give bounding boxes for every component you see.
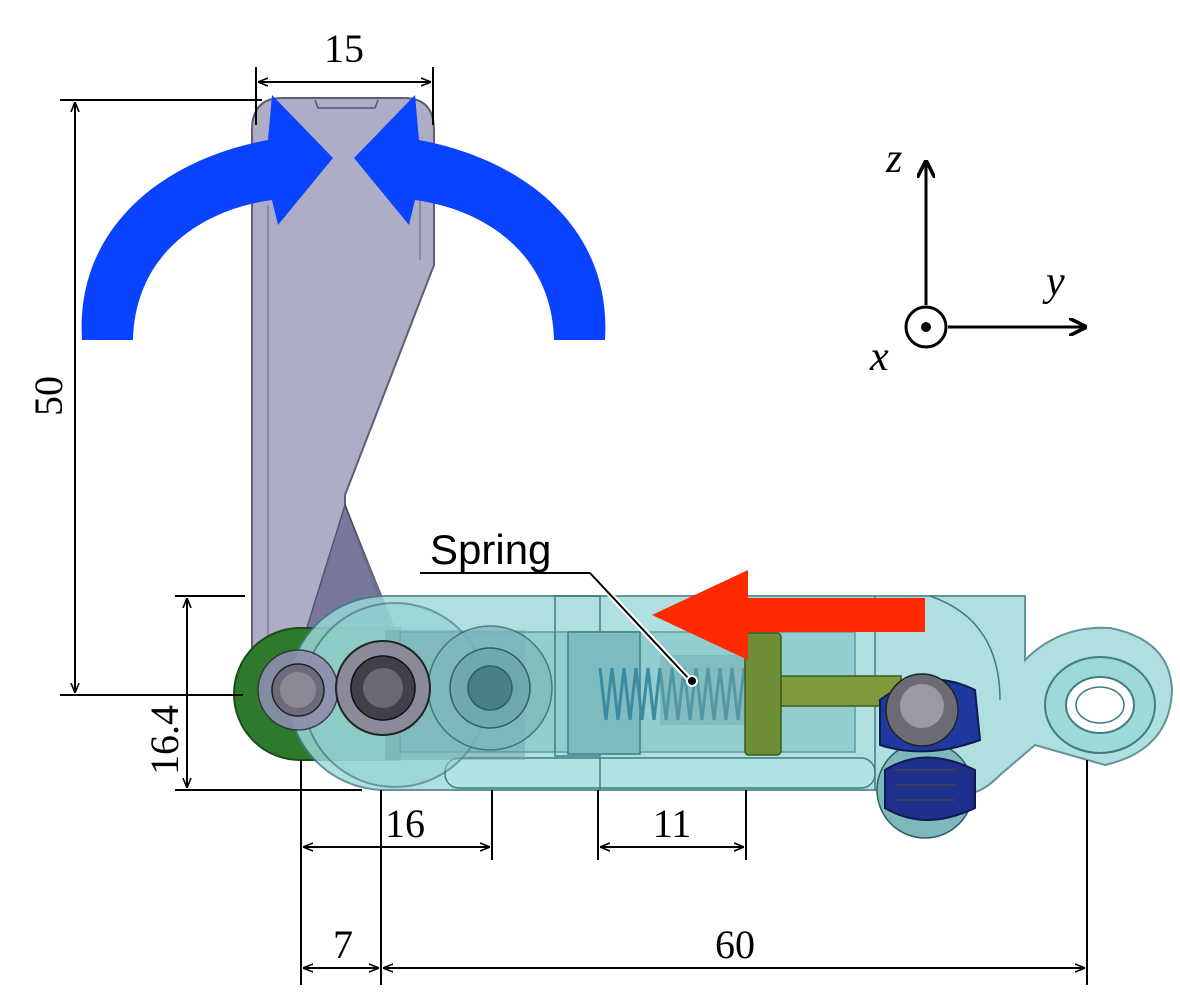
axis-label-z: z xyxy=(885,136,902,182)
dim-spring-length: 11 xyxy=(653,801,692,846)
spring xyxy=(598,655,748,725)
screw-assembly xyxy=(876,673,982,839)
pin-left xyxy=(257,649,339,731)
spring-label: Spring xyxy=(430,526,551,573)
dim-pitch: 16 xyxy=(385,801,425,846)
dimension-lines xyxy=(60,67,1088,985)
spring-callout: Spring xyxy=(420,526,698,687)
axis-label-y: y xyxy=(1042,259,1065,305)
dim-offset: 7 xyxy=(333,922,353,967)
dim-height-left: 50 xyxy=(26,376,71,416)
pin-right xyxy=(449,647,531,729)
dim-length: 60 xyxy=(715,922,755,967)
push-arrow xyxy=(652,570,925,660)
coordinate-axes: z y x xyxy=(869,136,1085,380)
rotation-arrow-right xyxy=(354,95,606,340)
axis-label-x: x xyxy=(869,334,889,380)
pin-center xyxy=(335,640,431,736)
rotation-arrow-left xyxy=(81,95,333,340)
dim-height-small: 16.4 xyxy=(142,705,187,775)
dim-top-width: 15 xyxy=(324,26,364,71)
plunger xyxy=(744,632,902,756)
